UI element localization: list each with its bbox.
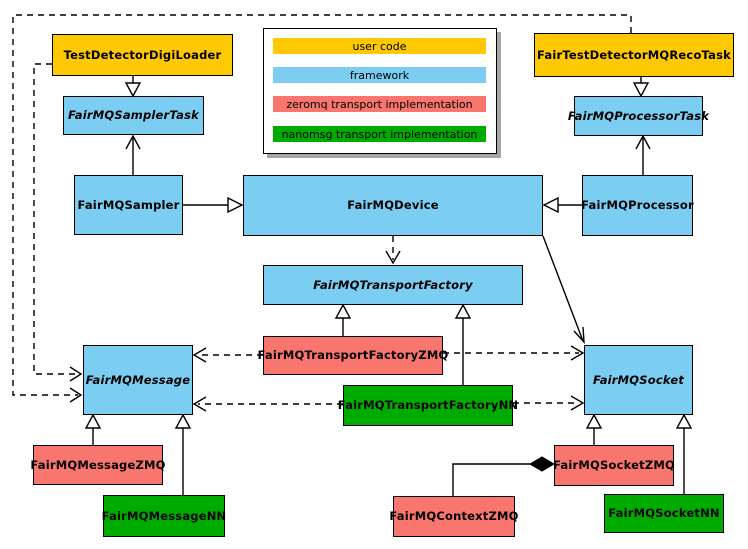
edge-socketnn-socket-triangle xyxy=(675,413,693,429)
node-fairmqdevice: FairMQDevice xyxy=(243,175,543,236)
node-fairtestdetectormqrecotask: FairTestDetectorMQRecoTask xyxy=(534,33,734,77)
edge-tfnn-message-arrowhead xyxy=(192,396,207,412)
legend-box: user code framework zeromq transport imp… xyxy=(263,28,497,154)
edge-contextzmq-socketzmq-diamond xyxy=(529,456,555,472)
edge-socketzmq-socket-triangle xyxy=(585,413,603,429)
legend-label-zeromq: zeromq transport implementation xyxy=(286,97,473,111)
edge-recotask-message-arrowhead xyxy=(69,387,83,403)
edge-sampler-device-triangle xyxy=(227,196,244,214)
node-fairmqsocketnn: FairMQSocketNN xyxy=(604,494,724,533)
node-fairmqsamplertask: FairMQSamplerTask xyxy=(63,96,204,135)
legend-label-nanomsg: nanomsg transport implementation xyxy=(281,127,478,141)
legend-item-zeromq: zeromq transport implementation xyxy=(273,96,486,112)
edge-messagezmq-message-triangle xyxy=(84,413,102,429)
edge-loader-samplertask-triangle xyxy=(124,82,142,98)
legend-item-user-code: user code xyxy=(273,38,486,54)
node-fairmqmessagenn: FairMQMessageNN xyxy=(102,495,226,537)
edge-recotask-message-line xyxy=(12,14,632,396)
node-fairmqprocessor: FairMQProcessor xyxy=(581,175,694,236)
edge-device-socket-arrowhead xyxy=(573,326,585,344)
legend-label-framework: framework xyxy=(349,68,410,82)
node-fairmqtransportfactorynn: FairMQTransportFactoryNN xyxy=(338,385,518,426)
edge-device-socket-line xyxy=(542,235,584,342)
edge-messagenn-message-triangle xyxy=(174,413,192,429)
edge-processor-processortask-arrowhead xyxy=(635,134,651,150)
node-fairmqsocketzmq: FairMQSocketZMQ xyxy=(553,445,675,486)
edge-recotask-processortask-triangle xyxy=(632,82,650,98)
legend-label-user-code: user code xyxy=(352,39,407,53)
node-testdetectordigiloader: TestDetectorDigiLoader xyxy=(52,34,233,76)
node-fairmqsocket: FairMQSocket xyxy=(584,345,693,415)
node-fairmqmessage: FairMQMessage xyxy=(83,345,193,415)
node-fairmqcontextzmq: FairMQContextZMQ xyxy=(389,496,518,537)
edge-contextzmq-socketzmq-line xyxy=(452,463,530,496)
node-fairmqtransportfactoryzmq: FairMQTransportFactoryZMQ xyxy=(258,336,448,375)
node-fairmqsampler: FairMQSampler xyxy=(74,175,183,235)
legend-item-framework: framework xyxy=(273,67,486,83)
edge-tfzmq-message-arrowhead xyxy=(192,347,207,363)
node-fairmqtransportfactory: FairMQTransportFactory xyxy=(263,265,523,305)
legend-item-nanomsg: nanomsg transport implementation xyxy=(273,126,486,142)
edge-tfzmq-transportfactory-triangle xyxy=(334,303,352,319)
edge-tfnn-socket-arrowhead xyxy=(570,395,585,411)
edge-sampler-samplertask-arrowhead xyxy=(125,134,141,150)
edge-processor-device-triangle xyxy=(542,196,559,214)
node-fairmqprocessortask: FairMQProcessorTask xyxy=(568,96,709,136)
edge-tfnn-transportfactory-triangle xyxy=(454,303,472,319)
node-fairmqmessagezmq: FairMQMessageZMQ xyxy=(30,445,165,485)
edge-loader-message-arrowhead xyxy=(69,366,83,382)
edge-device-transportfactory-arrowhead xyxy=(385,250,401,265)
edge-tfzmq-socket-arrowhead xyxy=(570,345,585,361)
